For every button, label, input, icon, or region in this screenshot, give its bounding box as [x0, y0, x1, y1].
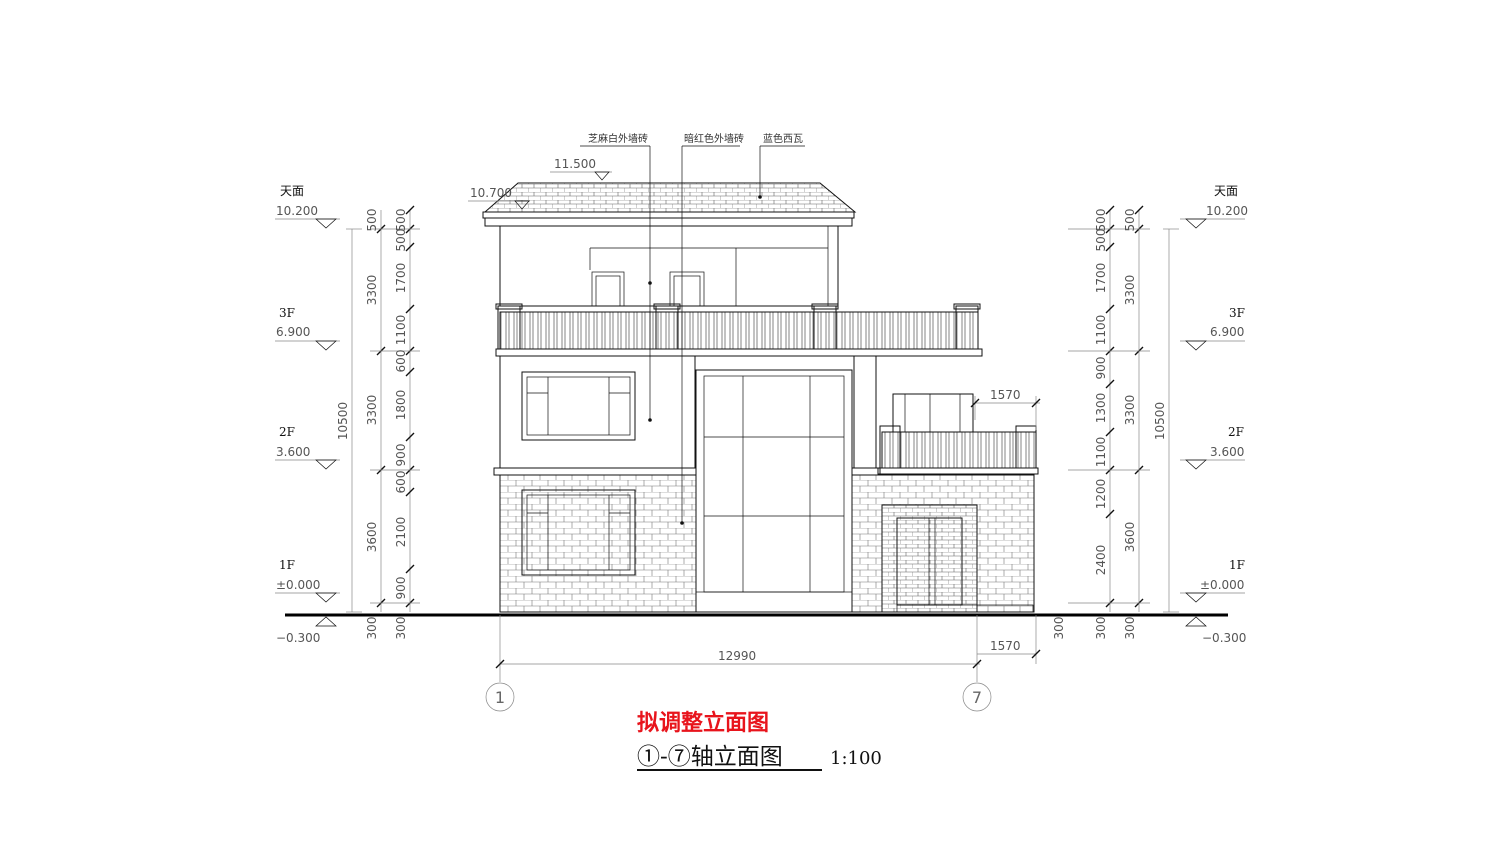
dim-left-inner-2: 500 [394, 229, 408, 252]
dim-left-total: 10500 [336, 402, 350, 440]
dim-right-middle-4: 3600 [1123, 522, 1137, 553]
dim-left-inner-9: 2100 [394, 517, 408, 548]
dim-balcony-bottom: 1570 [990, 639, 1021, 653]
dim-left-inner-7: 900 [394, 444, 408, 467]
axis-bubble-1 [485, 682, 515, 712]
dim-right-inner-3: 1700 [1094, 263, 1108, 294]
dim-left-inner-5: 600 [394, 350, 408, 373]
right-1f-value: ±0.000 [1200, 578, 1244, 592]
dim-left-middle-3: 3600 [365, 522, 379, 553]
dim-right-inner-9: 2400 [1094, 545, 1108, 576]
axis-bubble-7 [962, 682, 992, 712]
dim-right-inner-1: 500 [1094, 209, 1108, 232]
left-roof-value: 10.200 [276, 204, 318, 218]
dim-right-inner-4: 1100 [1094, 315, 1108, 346]
dimension-lines [346, 210, 1179, 613]
roof [483, 182, 857, 213]
right-roof-label: 天面 [1214, 184, 1238, 198]
dim-right-middle-1: 500 [1123, 209, 1137, 232]
extension-lines [370, 228, 1150, 604]
left-2f-label: 2F [279, 425, 295, 439]
dim-left-inner-6: 1800 [394, 390, 408, 421]
title-elevation-axis: ①-⑦轴立面图 [637, 744, 783, 770]
dim-balcony-width: 1570 [990, 388, 1021, 402]
balustrade-3f [499, 311, 979, 350]
left-ground-value: −0.300 [276, 631, 320, 645]
dim-right-inner-5: 900 [1094, 357, 1108, 380]
window-2f [521, 371, 636, 441]
window-1f [521, 489, 636, 576]
note-blue-tile: 蓝色西瓦 [763, 132, 803, 145]
bottom-dimension [499, 615, 1037, 682]
dim-left-inner-11: 300 [394, 617, 408, 640]
brick-wall-left [499, 474, 697, 613]
right-1f-label: 1F [1229, 558, 1245, 572]
title-scale: 1:100 [830, 748, 882, 769]
right-roof-value: 10.200 [1206, 204, 1248, 218]
left-level-marks [275, 218, 340, 627]
building [482, 182, 1039, 613]
axis-label-1: 1 [495, 688, 505, 707]
note-red-brick: 暗红色外墙砖 [684, 132, 744, 145]
dim-right-inner-10: 300 [1094, 617, 1108, 640]
dim-right-middle-5: 300 [1123, 617, 1137, 640]
note-white-brick: 芝麻白外墙砖 [588, 132, 648, 145]
dim-right-middle-3: 3300 [1123, 395, 1137, 426]
dim-left-inner-4: 1100 [394, 315, 408, 346]
dim-left-middle-4: 300 [365, 617, 379, 640]
dim-left-inner-10: 900 [394, 577, 408, 600]
dim-left-middle-1: 3300 [365, 275, 379, 306]
dim-left-middle-top: 500 [365, 209, 379, 232]
door-3f-left [591, 271, 625, 307]
dim-right-outer-300: 300 [1052, 617, 1066, 640]
balustrade-2f [881, 431, 1037, 469]
right-3f-label: 3F [1229, 306, 1245, 320]
curtain-wall [695, 369, 853, 613]
dim-right-middle-2: 3300 [1123, 275, 1137, 306]
dim-left-inner-3: 1700 [394, 263, 408, 294]
dim-right-inner-7: 1100 [1094, 437, 1108, 468]
left-1f-value: ±0.000 [276, 578, 320, 592]
eave-level-value: 10.700 [470, 186, 512, 200]
balcony-dimension [974, 396, 1040, 430]
left-3f-label: 3F [279, 306, 295, 320]
right-2f-value: 3.600 [1210, 445, 1244, 459]
dim-right-total: 10500 [1153, 402, 1167, 440]
axis-label-7: 7 [972, 688, 982, 707]
dim-left-inner-8: 600 [394, 471, 408, 494]
dim-left-inner-1: 500 [394, 209, 408, 232]
material-leaders [580, 145, 805, 525]
left-3f-value: 6.900 [276, 325, 310, 339]
right-3f-value: 6.900 [1210, 325, 1244, 339]
door-3f-right [669, 271, 705, 307]
left-roof-label: 天面 [280, 184, 304, 198]
title-proposed-elevation: 拟调整立面图 [637, 710, 769, 736]
right-level-marks [1180, 218, 1245, 627]
left-1f-label: 1F [279, 558, 295, 572]
dim-right-inner-2: 500 [1094, 229, 1108, 252]
right-2f-label: 2F [1228, 425, 1244, 439]
ridge-level-value: 11.500 [554, 157, 596, 171]
right-ground-value: −0.300 [1202, 631, 1246, 645]
dim-right-inner-6: 1300 [1094, 393, 1108, 424]
left-2f-value: 3.600 [276, 445, 310, 459]
dim-left-middle-2: 3300 [365, 395, 379, 426]
dim-right-inner-8: 1200 [1094, 479, 1108, 510]
dim-overall-width: 12990 [718, 649, 756, 663]
